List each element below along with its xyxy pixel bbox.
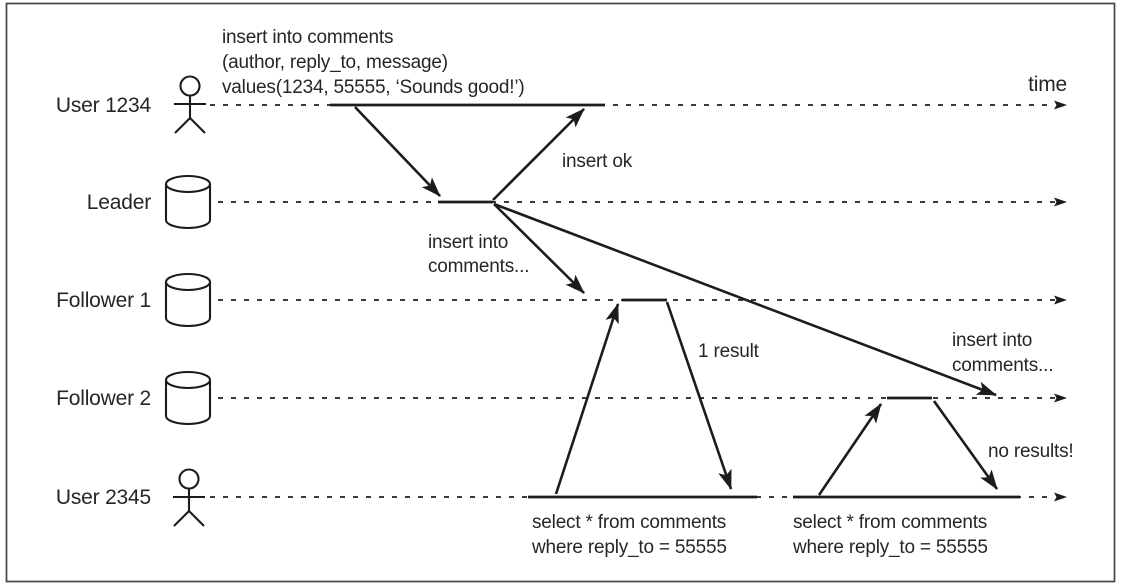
arrow-query1-response [665,301,733,490]
insert-statement-line-3: values(1234, 55555, ‘Sounds good!’) [222,77,525,98]
label-query1-statement: select * from comments where reply_to = … [531,512,727,558]
database-icon [164,272,212,328]
label-query2-no-results: no results! [988,441,1073,462]
arrow-replicate-follower-2 [493,202,997,397]
query1-line-2: where reply_to = 55555 [531,537,727,558]
label-replicate-follower-2: insert into comments... [952,330,1053,376]
replicate-follower-1-line-1: insert into [428,232,508,253]
actor-label-user-2345: User 2345 [56,486,151,509]
query1-line-1: select * from comments [532,512,726,533]
insert-statement-line-2: (author, reply_to, message) [222,52,448,73]
replicate-follower-1-line-2: comments... [428,256,529,277]
label-query1-result: 1 result [698,341,760,362]
replicate-follower-2-line-1: insert into [952,330,1032,351]
insert-statement-line-1: insert into comments [222,27,393,48]
arrow-insert-request [354,106,441,197]
actor-label-leader: Leader [87,191,151,214]
label-query2-statement: select * from comments where reply_to = … [792,512,988,558]
query2-line-1: select * from comments [793,512,987,533]
actor-row-user-1234: User 1234 [56,75,1067,134]
arrow-query1-request [554,303,620,495]
label-insert-statement: insert into comments (author, reply_to, … [222,27,525,98]
actor-label-follower-2: Follower 2 [56,387,151,410]
query2-line-2: where reply_to = 55555 [792,537,988,558]
database-icon [164,370,212,426]
arrow-query2-response [932,400,999,490]
database-icon [164,174,212,230]
label-replicate-follower-1: insert into comments... [428,232,529,277]
person-icon [174,75,206,134]
arrow-replicate-follower-1 [493,203,585,294]
actor-label-user-1234: User 1234 [56,94,152,117]
actor-row-follower-1: Follower 1 [56,272,1067,328]
time-label: time [1028,73,1067,96]
label-insert-ok: insert ok [562,151,633,172]
replicate-follower-2-line-2: comments... [952,355,1053,376]
actor-label-follower-1: Follower 1 [56,289,151,312]
diagram-border [5,2,1116,583]
person-icon [173,468,205,527]
arrow-insert-ok [492,108,585,201]
arrow-query2-request [817,403,883,496]
actor-row-leader: Leader [87,174,1067,230]
actor-row-follower-2: Follower 2 [56,370,1067,426]
